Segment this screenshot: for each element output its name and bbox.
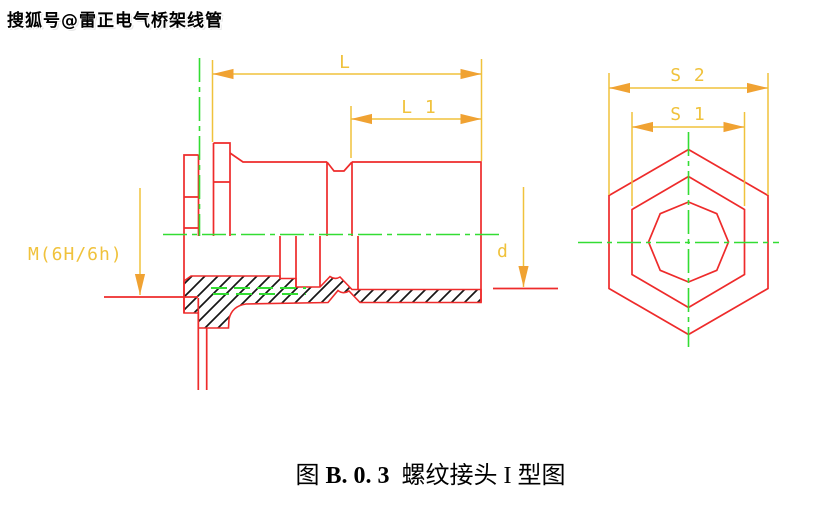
- dim-S2-ext-lines: [608, 73, 769, 195]
- caption-prefix: 图: [295, 463, 326, 489]
- dimension-labels: L L 1 M(6H/6h) d S 2 S 1: [28, 52, 706, 265]
- caption-number: B. 0. 3: [325, 463, 390, 489]
- thread-engagement-lines: [211, 287, 306, 295]
- figure-caption: 图 B. 0. 3 螺纹接头 I 型图: [14, 455, 833, 490]
- flange-ring-outer: [183, 154, 200, 313]
- dim-L1-label: L 1: [401, 97, 437, 118]
- bore-shoulder-edges: [279, 236, 359, 290]
- body-silhouette: [229, 152, 482, 303]
- stem-lines: [197, 298, 208, 390]
- section-view: [104, 58, 558, 390]
- dim-S2-label: S 2: [670, 65, 706, 86]
- dimensions-left-view: [134, 59, 529, 295]
- dimensions-hex-view: [608, 73, 769, 206]
- dim-d-label: d: [497, 241, 509, 262]
- dim-S1-label: S 1: [670, 104, 706, 125]
- watermark: 搜狐号@雷正电气桥架线管: [7, 11, 223, 31]
- hatch-region: [183, 275, 482, 329]
- centerlines: [163, 58, 500, 236]
- dim-M-label: M(6H/6h): [28, 244, 123, 265]
- thread-runout-groove: [326, 161, 353, 236]
- hex-end-view: [578, 73, 779, 347]
- flange-ring-inner: [212, 142, 231, 236]
- dim-L-label: L: [339, 52, 351, 73]
- hex-centerlines: [578, 132, 779, 347]
- caption-title: 螺纹接头 I 型图: [389, 463, 566, 489]
- part-outline: [104, 142, 558, 390]
